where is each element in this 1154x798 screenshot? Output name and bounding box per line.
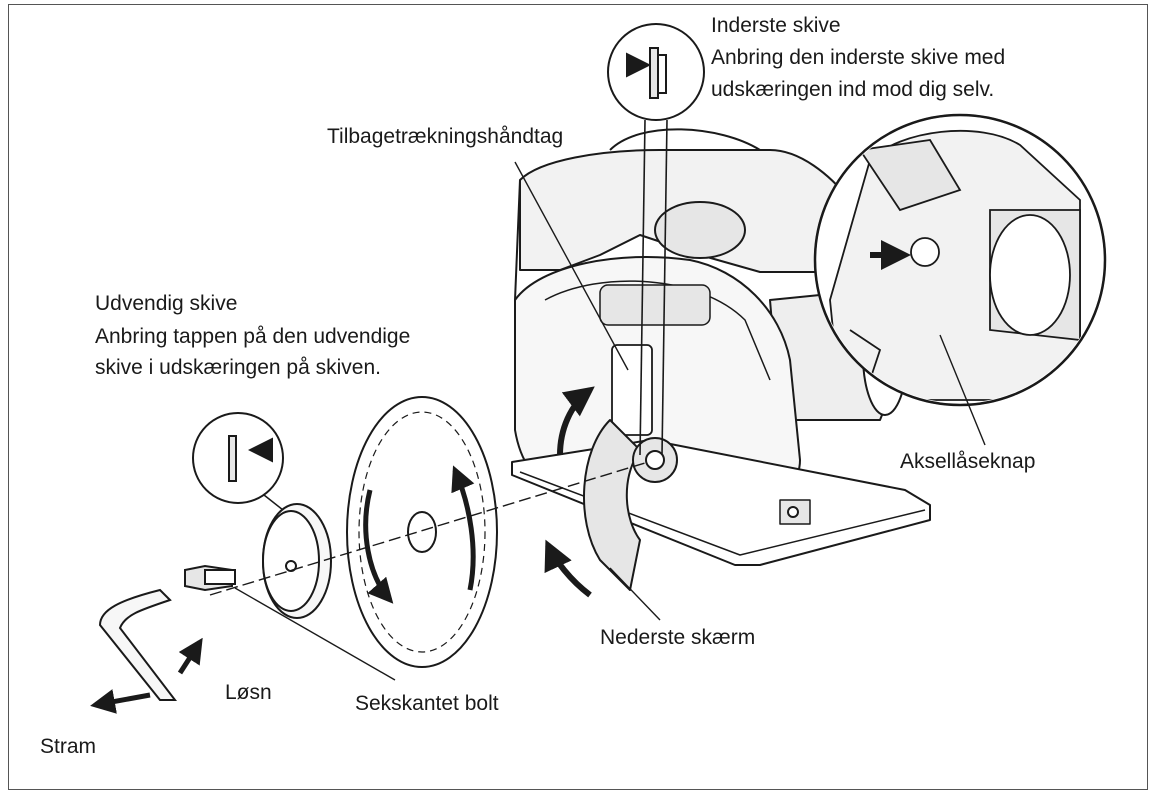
- inner-flange-instruction-2: udskæringen ind mod dig selv.: [711, 78, 995, 101]
- tighten-label: Stram: [40, 735, 97, 758]
- inner-flange-instruction-1: Anbring den inderste skive med: [711, 46, 1006, 69]
- leader-lines: [234, 161, 986, 681]
- outer-flange-instruction-1: Anbring tappen på den udvendige: [95, 325, 411, 348]
- hex-bolt-and-wrench: [90, 564, 236, 714]
- outer-flange-title: Udvendig skive: [95, 292, 238, 315]
- inner-flange-title: Inderste skive: [711, 14, 841, 37]
- loosen-label: Løsn: [225, 681, 272, 704]
- inner-flange-inset: [607, 23, 705, 456]
- lower-guard-label: Nederste skærm: [600, 626, 756, 649]
- spindle-lock-label: Aksellåseknap: [900, 450, 1036, 473]
- outer-flange: [192, 412, 332, 619]
- outer-flange-instruction-2: skive i udskæringen på skiven.: [95, 356, 381, 379]
- hex-bolt-label: Sekskantet bolt: [355, 692, 499, 715]
- assembly-axis: [209, 462, 646, 596]
- saw-blade: [346, 396, 498, 668]
- saw-arrows: [544, 386, 595, 598]
- spindle-lock-inset: [813, 113, 1107, 407]
- retraction-lever-label: Tilbagetrækningshåndtag: [327, 125, 564, 148]
